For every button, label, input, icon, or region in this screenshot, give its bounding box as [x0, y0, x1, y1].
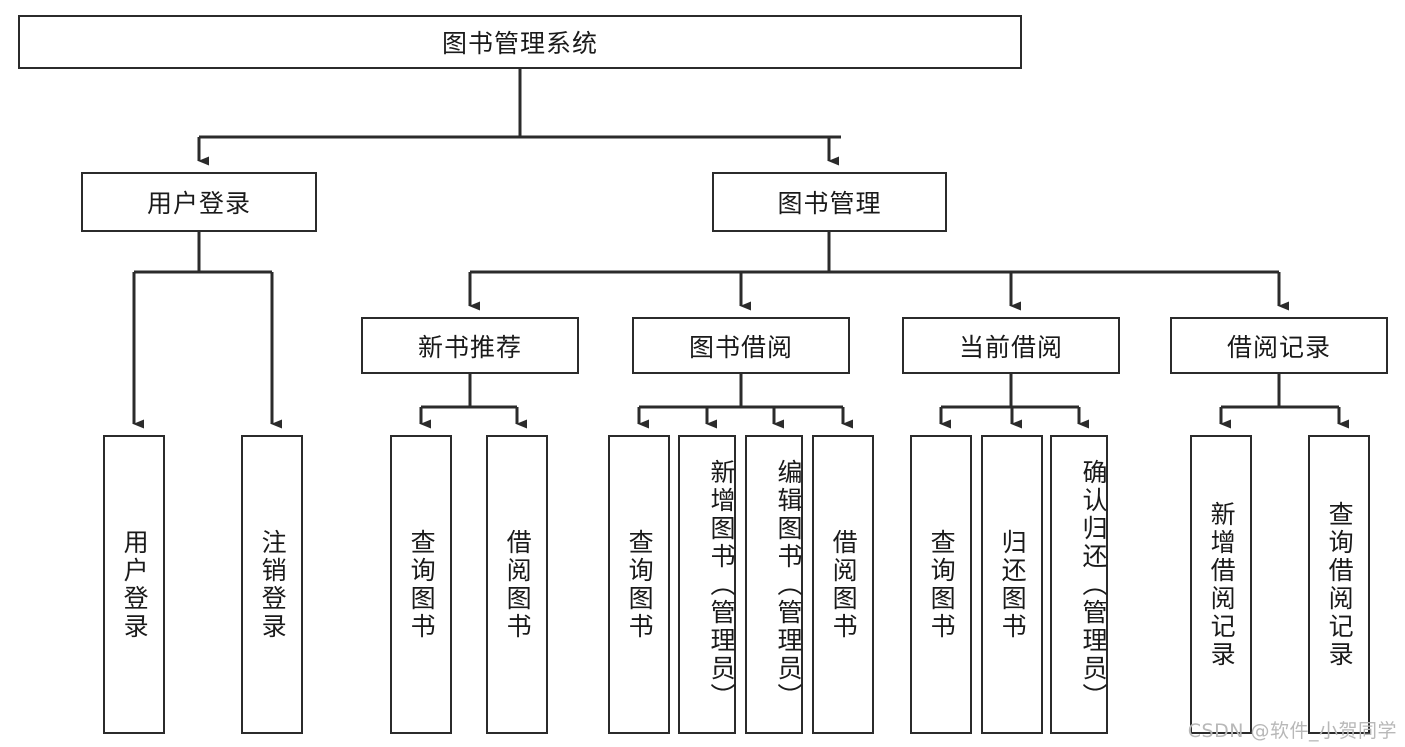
- node-leaf-add-record[interactable]: 新增借阅记录: [1190, 435, 1252, 734]
- node-leaf-logout[interactable]: 注销登录: [241, 435, 303, 734]
- node-current-borrow[interactable]: 当前借阅: [902, 317, 1120, 374]
- node-leaf-return-book[interactable]: 归还图书: [981, 435, 1043, 734]
- node-leaf-query-book-1[interactable]: 查询图书: [390, 435, 452, 734]
- node-borrow-record[interactable]: 借阅记录: [1170, 317, 1388, 374]
- watermark-text: CSDN @软件_小贺同学: [1187, 720, 1397, 742]
- node-leaf-query-book-3[interactable]: 查询图书: [910, 435, 972, 734]
- node-book-borrow[interactable]: 图书借阅: [632, 317, 850, 374]
- node-leaf-user-login[interactable]: 用户登录: [103, 435, 165, 734]
- node-new-book-rec[interactable]: 新书推荐: [361, 317, 579, 374]
- node-user-login[interactable]: 用户登录: [81, 172, 317, 232]
- node-leaf-confirm-return[interactable]: 确认归还（管理员）: [1050, 435, 1108, 734]
- node-leaf-edit-book[interactable]: 编辑图书（管理员）: [745, 435, 803, 734]
- node-leaf-borrow-book-1[interactable]: 借阅图书: [486, 435, 548, 734]
- node-root[interactable]: 图书管理系统: [18, 15, 1022, 69]
- node-leaf-query-book-2[interactable]: 查询图书: [608, 435, 670, 734]
- node-leaf-borrow-book-2[interactable]: 借阅图书: [812, 435, 874, 734]
- node-leaf-query-record[interactable]: 查询借阅记录: [1308, 435, 1370, 734]
- node-book-manage[interactable]: 图书管理: [712, 172, 947, 232]
- node-leaf-add-book[interactable]: 新增图书（管理员）: [678, 435, 736, 734]
